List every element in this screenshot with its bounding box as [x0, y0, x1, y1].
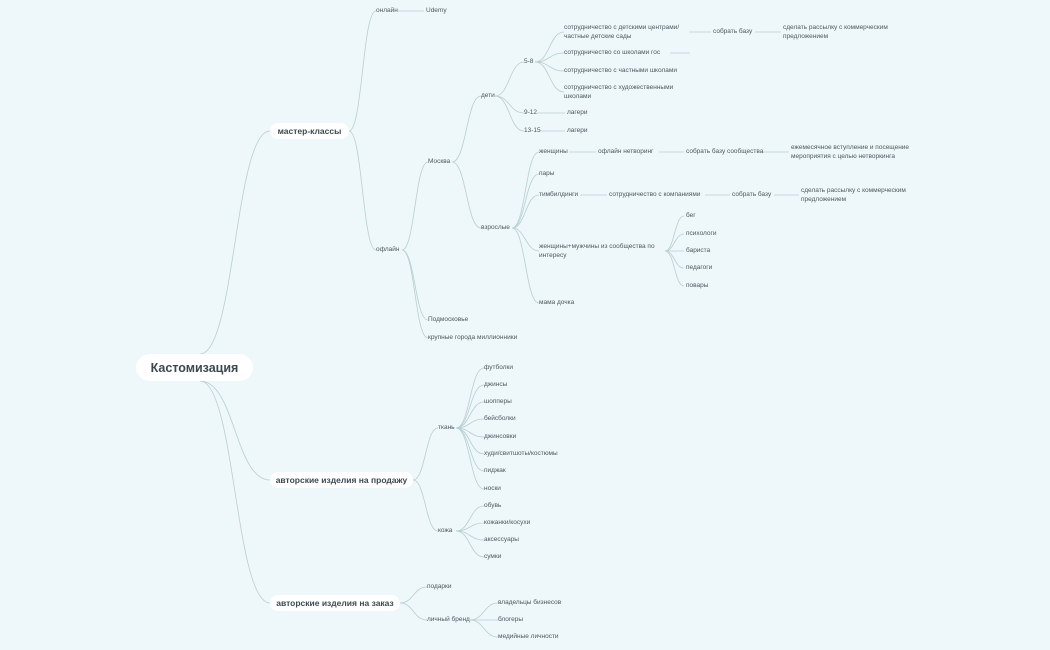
node-fabric-shoppers[interactable]: шопперы	[484, 398, 512, 405]
node-community[interactable]: женщины+мужчины из сообщества по интерес…	[539, 243, 655, 259]
node-camps-13-15[interactable]: лагери	[567, 127, 588, 134]
root-node[interactable]: Кастомизация	[136, 354, 253, 381]
node-age-13-15[interactable]: 13-15	[524, 127, 541, 134]
node-fabric-tshirts[interactable]: футболки	[484, 364, 513, 371]
node-masterclasses[interactable]: мастер-классы	[270, 123, 349, 139]
node-women-monthly[interactable]: ежемесячное вступление и посещение мероп…	[791, 144, 910, 160]
node-online[interactable]: онлайн	[376, 7, 398, 14]
node-teambuilding[interactable]: тимбилдинги	[539, 191, 579, 198]
node-kids-collect[interactable]: собрать базу	[713, 28, 753, 35]
node-fabric-jeans[interactable]: джинсы	[484, 381, 508, 388]
node-gifts[interactable]: подарки	[427, 583, 452, 590]
node-media-persons[interactable]: медийные личности	[498, 633, 559, 640]
node-custom-order[interactable]: авторские изделия на заказ	[270, 595, 400, 611]
node-leather[interactable]: кожа	[438, 527, 453, 534]
node-women-networking[interactable]: офлайн нетворинг	[598, 148, 654, 155]
node-private-schools[interactable]: сотрудничество с частными школами	[564, 67, 677, 74]
node-women[interactable]: женщины	[539, 148, 568, 155]
node-moscow[interactable]: Москва	[428, 158, 451, 165]
node-couples[interactable]: пары	[539, 170, 555, 177]
node-fabric-denim-jackets[interactable]: джинсовки	[484, 433, 517, 440]
node-udemy[interactable]: Udemy	[426, 7, 447, 14]
node-fabric-caps[interactable]: бейсболки	[484, 415, 516, 422]
node-leather-jackets[interactable]: кожанки/косухи	[484, 519, 531, 526]
node-mom-daughter[interactable]: мама дочка	[539, 299, 575, 306]
node-women-collect[interactable]: собрать базу сообщества	[686, 148, 764, 155]
node-adults[interactable]: взрослые	[481, 224, 510, 231]
node-offline[interactable]: офлайн	[376, 246, 400, 253]
node-leather-accessories[interactable]: аксессуары	[484, 536, 519, 543]
node-tb-companies[interactable]: сотрудничество с компаниями	[609, 191, 701, 198]
node-fabric-jacket[interactable]: пиджак	[484, 467, 506, 474]
node-art-schools[interactable]: сотрудничество с художественными школами	[564, 84, 674, 100]
node-camps-9-12[interactable]: лагери	[567, 109, 588, 116]
node-kids[interactable]: дети	[481, 92, 495, 99]
node-interest-teachers[interactable]: педагоги	[686, 264, 713, 271]
node-state-schools[interactable]: сотрудничество со школами гос	[564, 49, 661, 56]
node-interest-running[interactable]: бег	[686, 212, 696, 219]
node-fabric[interactable]: ткань	[438, 424, 455, 431]
node-tb-collect[interactable]: собрать базу	[732, 191, 772, 198]
node-big-cities[interactable]: крупные города миллионники	[428, 334, 518, 341]
node-for-sale[interactable]: авторские изделия на продажу	[270, 472, 413, 488]
node-personal-brand[interactable]: личный бренд	[427, 616, 470, 623]
node-fabric-socks[interactable]: носки	[484, 485, 501, 492]
node-interest-psychologists[interactable]: психологи	[686, 230, 717, 237]
node-age-9-12[interactable]: 9-12	[524, 109, 538, 116]
node-interest-barista[interactable]: бариста	[686, 247, 711, 254]
node-moscow-region[interactable]: Подмосковье	[428, 316, 469, 323]
node-interest-cooks[interactable]: повары	[686, 282, 709, 289]
node-age-5-8[interactable]: 5-8	[524, 58, 534, 65]
node-kids-mailing[interactable]: сделать рассылку с коммерческим предложе…	[783, 24, 888, 40]
node-fabric-hoodies[interactable]: худи/свитшоты/костюмы	[484, 450, 558, 457]
node-bloggers[interactable]: блогеры	[498, 616, 524, 623]
node-kids-centers[interactable]: сотрудничество с детскими центрами/ част…	[564, 24, 680, 40]
node-business-owners[interactable]: владельцы бизнесов	[498, 599, 562, 606]
node-leather-bags[interactable]: сумки	[484, 553, 502, 560]
node-leather-shoes[interactable]: обувь	[484, 502, 502, 509]
node-tb-mailing[interactable]: сделать рассылку с коммерческим предложе…	[801, 187, 906, 203]
